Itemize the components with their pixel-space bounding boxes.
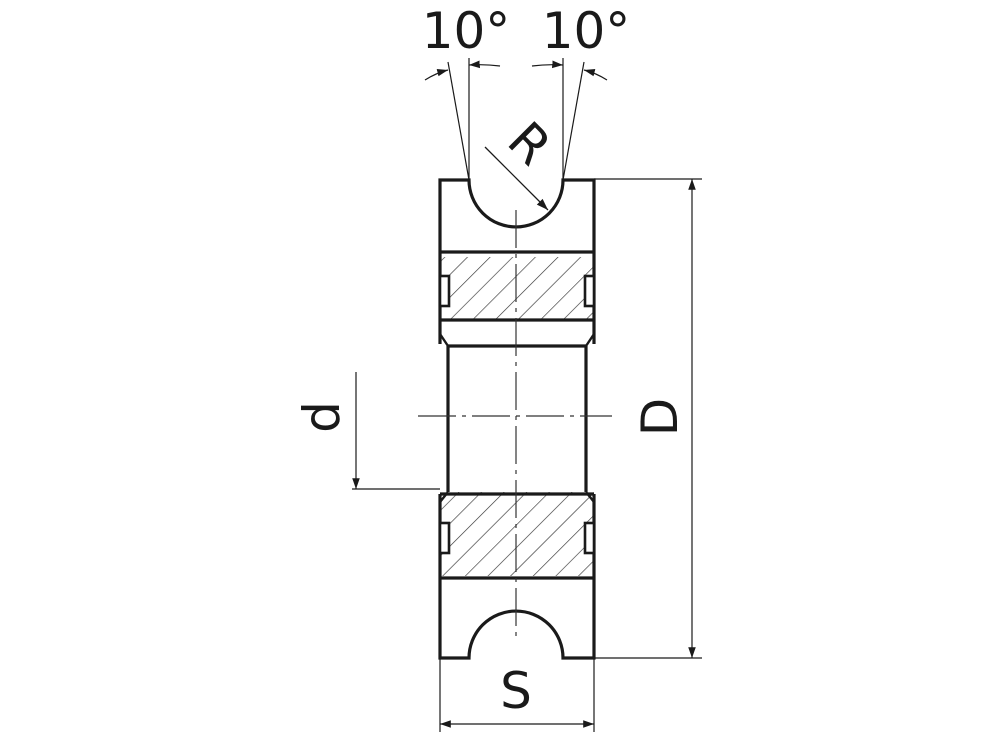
angle-left-label: 10° [422, 2, 511, 60]
radius-dimension [484, 146, 549, 211]
lower-right-notch [583, 521, 596, 555]
upper-left-notch [438, 274, 451, 308]
top-rim-outline [438, 178, 596, 252]
angle-dimensions [424, 58, 608, 181]
width-dimension [439, 658, 595, 732]
center-lines [418, 210, 612, 640]
bore-label: d [293, 401, 351, 433]
bottom-rim-outline [438, 586, 596, 660]
outer-diameter-label: D [631, 398, 689, 437]
upper-hatched-section [438, 250, 596, 344]
radius-label: R [497, 111, 563, 177]
bore-dimension [352, 372, 440, 490]
lower-left-notch [438, 521, 451, 555]
bore [439, 333, 595, 503]
angle-right-label: 10° [542, 2, 631, 60]
outer-diameter-dimension [594, 178, 702, 659]
lower-hatched-section [438, 492, 596, 586]
upper-right-notch [583, 274, 596, 308]
width-label: S [500, 662, 532, 720]
